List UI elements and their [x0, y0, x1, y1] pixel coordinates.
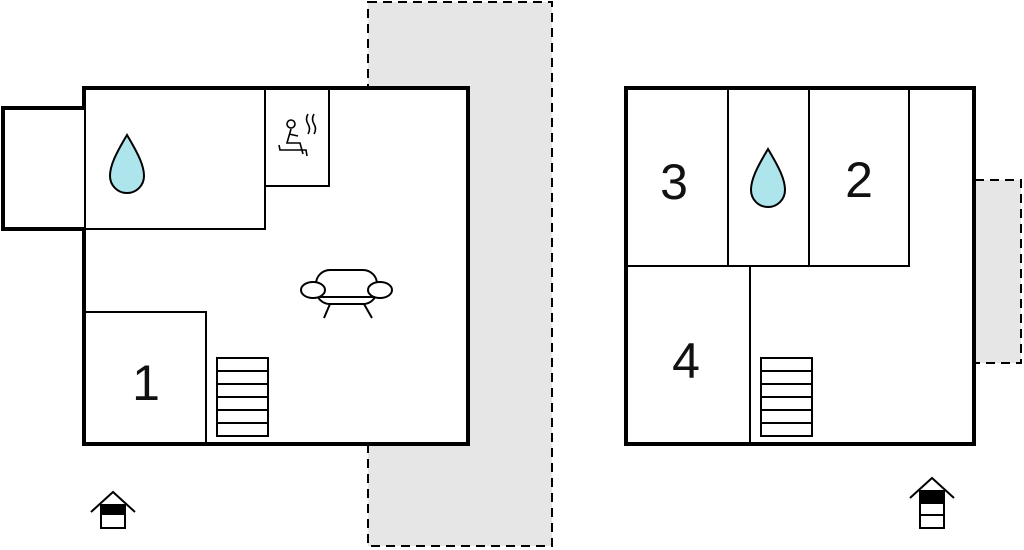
upper-balcony	[974, 179, 1022, 364]
floor-indicator-ground-icon	[90, 490, 136, 529]
ground-house-outline	[82, 86, 470, 446]
sauna-icon	[278, 113, 317, 157]
floor-indicator-upper-icon	[909, 476, 955, 529]
room-label-2: 2	[845, 152, 873, 208]
bathroom-wall	[84, 88, 266, 230]
room-label-3: 3	[660, 154, 688, 210]
sofa-icon	[300, 269, 393, 319]
bedroom-1-wall	[84, 311, 207, 444]
bathroom-bumpout	[1, 88, 86, 231]
water-drop-icon	[108, 133, 146, 194]
upper-floor: 3 2 4	[624, 86, 1022, 529]
room-label-1: 1	[132, 355, 160, 411]
staircase-icon-upper	[760, 357, 813, 437]
ground-floor: 1	[1, 1, 553, 547]
water-drop-icon-upper	[749, 147, 787, 208]
sauna-wall	[265, 88, 330, 187]
upper-room-row-wall	[626, 88, 910, 267]
staircase-icon	[216, 357, 269, 437]
room-label-4: 4	[672, 333, 700, 389]
